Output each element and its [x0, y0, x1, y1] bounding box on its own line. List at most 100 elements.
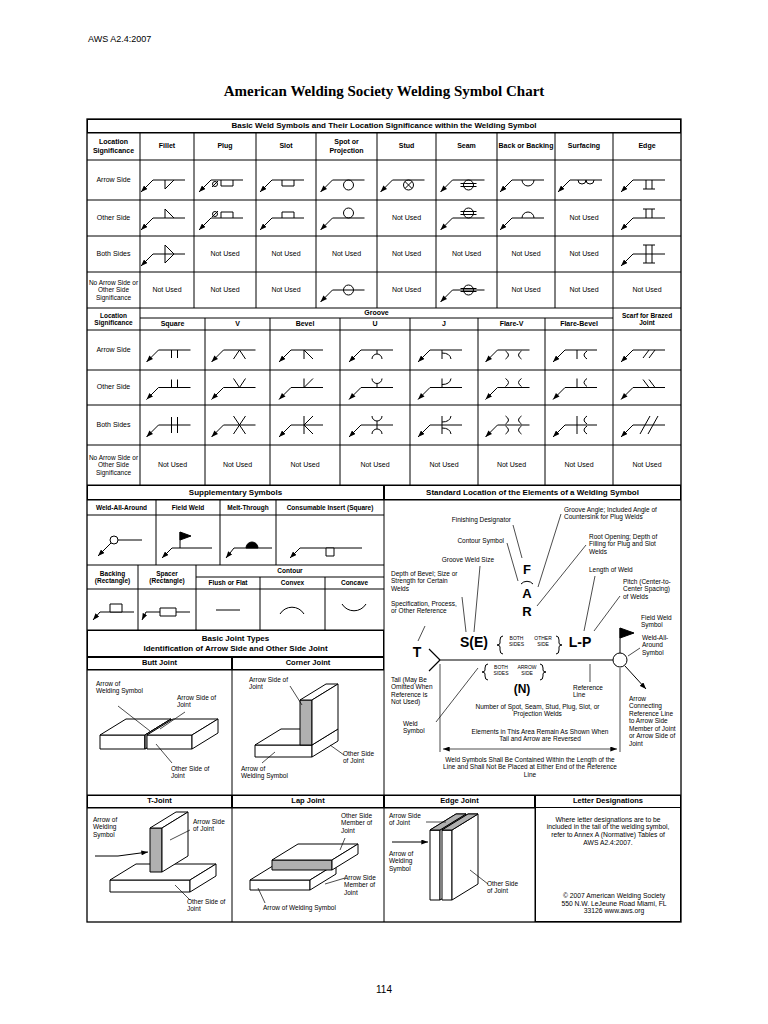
reference-line [633, 425, 665, 426]
weld-symbol [172, 380, 178, 388]
weld-symbol [165, 254, 174, 263]
column-header: Plug [194, 133, 256, 160]
symbol-element: OTHER SIDE [530, 636, 556, 648]
leader-line [325, 878, 345, 884]
reference-line [272, 180, 304, 181]
arrow-line [441, 290, 453, 302]
symbol-name: Concave [325, 577, 384, 589]
arrow-line [321, 218, 333, 230]
weld-symbol [506, 426, 522, 434]
extent-line [620, 668, 621, 752]
weld-symbol [442, 416, 451, 425]
symbol-element: L-P [562, 634, 598, 650]
grid-line [194, 133, 195, 308]
spot-symbol [344, 285, 354, 295]
arrow-line [621, 425, 633, 437]
arrow-line [500, 218, 512, 230]
arrow-line [260, 218, 272, 230]
leader-line [160, 712, 185, 729]
symbol-name: Backing (Rectangle) [87, 565, 138, 589]
arrow-line [621, 254, 633, 266]
reference-line [498, 350, 530, 351]
grid-line [436, 133, 437, 308]
grid-line [140, 318, 613, 319]
weld-symbol [506, 351, 522, 359]
arrow-line [212, 350, 224, 362]
arrow-line [212, 388, 224, 400]
tail-symbol [429, 649, 440, 671]
arrow-line [147, 388, 159, 400]
weld-symbol [577, 350, 587, 359]
symbol-element: T [410, 644, 424, 660]
weld-symbol [172, 425, 178, 433]
stud-symbol [404, 180, 414, 190]
arrow-line [98, 543, 111, 556]
arrow-line [441, 180, 453, 192]
table-cell: Not Used [545, 445, 613, 485]
table-cell: Not Used [497, 272, 555, 308]
leader-line [537, 545, 586, 606]
weld-symbol [372, 416, 382, 425]
weld-symbol [577, 425, 587, 434]
symbol-name: Spacer (Rectangle) [138, 565, 196, 589]
grid-line [410, 318, 411, 485]
reference-line [430, 387, 462, 388]
weld-symbol [461, 212, 477, 215]
symbol-element: F [519, 563, 535, 578]
table-cell: Not Used [436, 236, 497, 272]
callout-label: Finishing Designator [430, 516, 512, 523]
arrow-line [142, 612, 146, 620]
joint-label: Other Side of Joint [486, 880, 526, 895]
weld-symbol [442, 350, 451, 359]
callout-label: Contour Symbol [440, 537, 505, 544]
chart-title: American Welding Society Welding Symbol … [0, 82, 768, 100]
reference-line [512, 218, 544, 219]
arrow-line [418, 350, 430, 362]
leader-line [340, 838, 345, 850]
symbol-element: S(E) [450, 634, 498, 650]
reference-line [430, 350, 462, 351]
table-cell: Not Used [256, 272, 316, 308]
arrow-line [279, 350, 291, 362]
reference-line [392, 842, 412, 843]
symbol-name: Field Weld [156, 500, 220, 515]
callout-label: Field Weld Symbol [640, 614, 680, 629]
reference-line [498, 387, 530, 388]
seam-symbol [464, 180, 474, 190]
reference-line [633, 254, 665, 255]
leader-line [513, 525, 522, 558]
leader-line [584, 576, 595, 631]
reference-line [153, 254, 185, 255]
leader-line [470, 870, 488, 884]
weld-symbol [461, 184, 477, 187]
table-cell: Not Used [270, 445, 340, 485]
joint-label: Arrow Side of Joint [388, 812, 428, 827]
heading-text: Edge Joint [436, 797, 482, 806]
arrow-line [349, 388, 361, 400]
table-cell: Not Used [256, 236, 316, 272]
weld-all-around-symbol [110, 536, 118, 544]
weld-symbol [506, 379, 522, 387]
column-header: Flare-Bevel [545, 318, 613, 330]
weld-symbol [165, 245, 174, 254]
grid-line [325, 577, 326, 630]
joint-plate [272, 860, 332, 870]
grid-line [270, 318, 271, 485]
table-cell: Not Used [140, 445, 205, 485]
arrow-line [290, 548, 300, 558]
weld-all-around-symbol [613, 653, 627, 667]
arrow-line [141, 218, 153, 230]
row-header: Other Side [87, 200, 140, 236]
joint-label: Other Side of Joint [186, 898, 230, 913]
symbol-name: Consumable Insert (Square) [276, 500, 384, 515]
grid-line [232, 795, 233, 922]
joint-plate [255, 745, 312, 757]
heading-text: Basic Weld Symbols and Their Location Si… [227, 121, 540, 130]
grid-line [196, 577, 384, 578]
leader-line [507, 543, 518, 581]
symbol-name: Melt-Through [220, 500, 276, 515]
leader-line [538, 514, 561, 587]
section-heading-box: Edge Joint [384, 795, 535, 808]
body-text: © 2007 American Welding Society 550 N.W.… [554, 892, 674, 921]
